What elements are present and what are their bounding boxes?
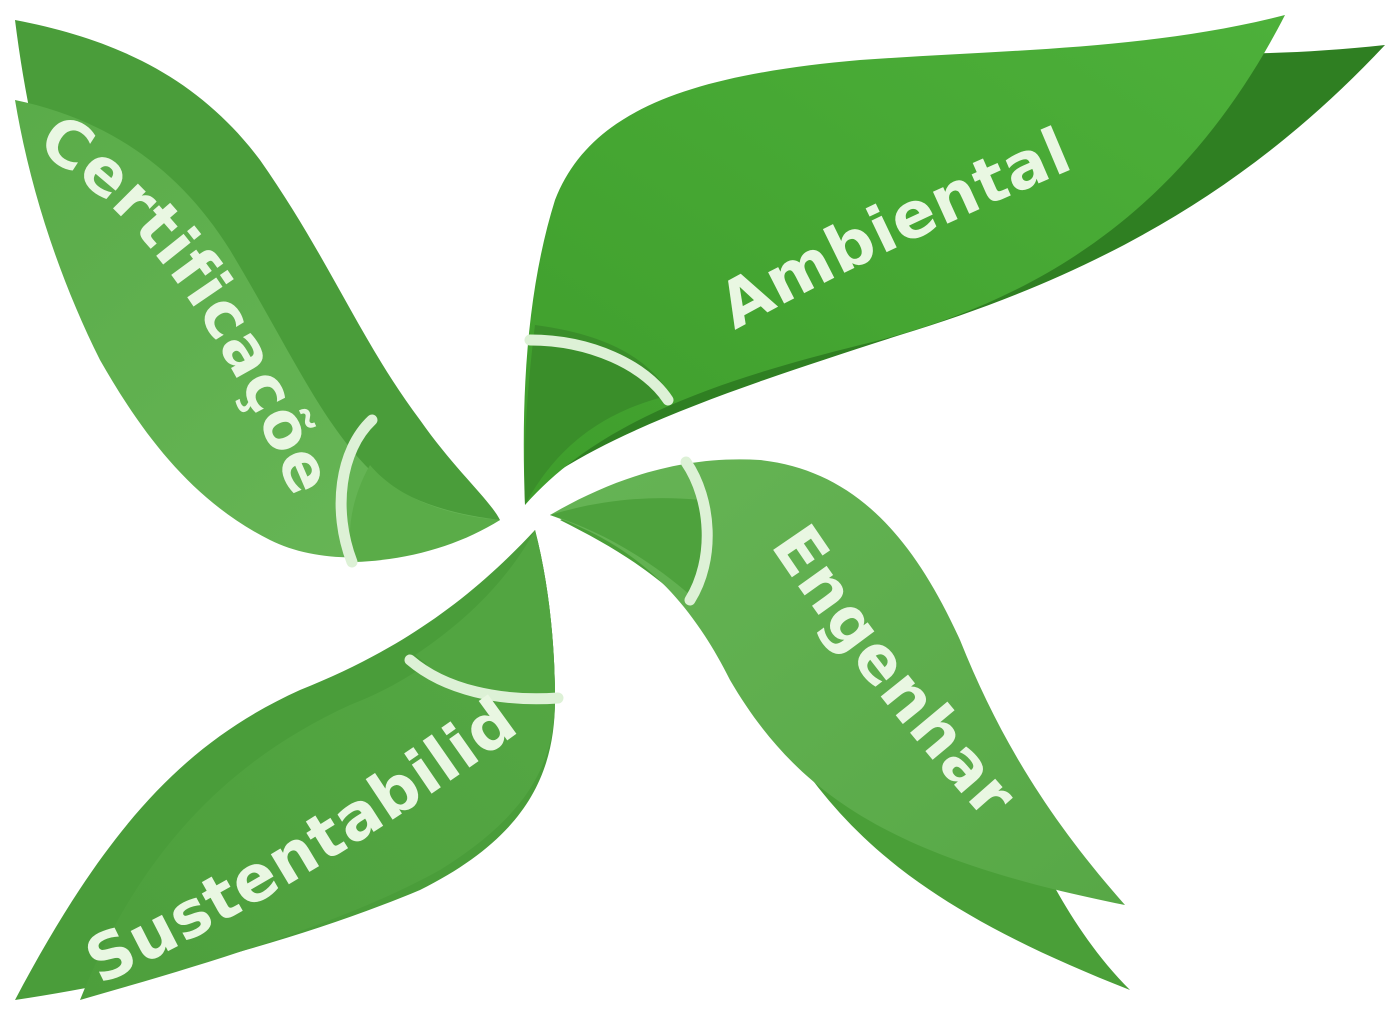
ring-arc-engenharia — [680, 456, 713, 606]
leaf-sustentabilidade-front — [80, 530, 555, 1000]
leaf-certificacoes — [15, 20, 500, 568]
leaf-sustentabilidade-base — [415, 530, 555, 700]
leaf-certificacoes-base — [350, 465, 500, 562]
ring-arc-certificacoes — [335, 414, 378, 568]
leaf-certificacoes-front — [15, 100, 500, 558]
leaf-engenharia-base — [550, 498, 705, 595]
leaf-sustentabilidade — [15, 530, 564, 1000]
ring-arc-ambiental — [524, 334, 674, 406]
ring-arc-sustentabilidade — [404, 654, 564, 705]
leaf-ambiental-front — [523, 15, 1285, 505]
leaf-engenharia — [550, 456, 1130, 990]
leaf-ambiental — [523, 15, 1385, 505]
